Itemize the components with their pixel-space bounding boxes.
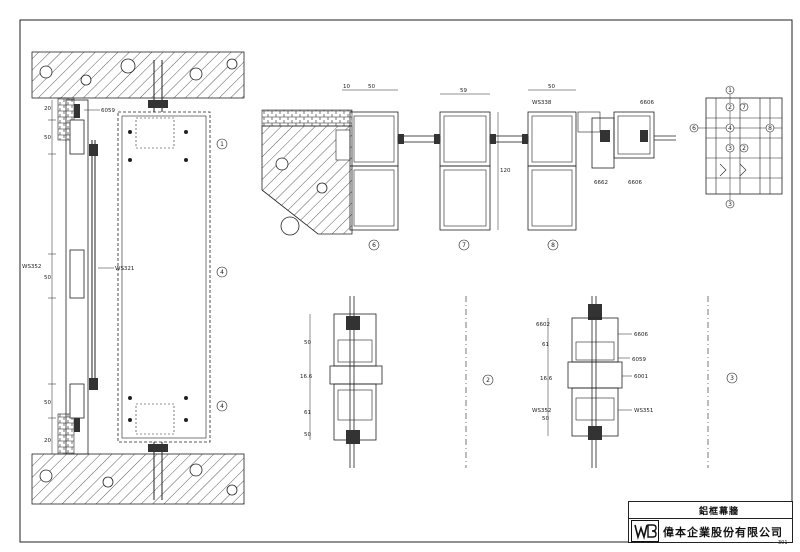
dim-50-sec3: 50 xyxy=(542,416,549,422)
label-6602-sec3: 6602 xyxy=(536,322,550,328)
key-callout-7: 7 xyxy=(742,104,746,111)
dim-16-6-sec2: 16.6 xyxy=(300,374,313,380)
vertical-section-detail-3: 61 16.6 50 6602 6606 6059 6001 WS352 WS3… xyxy=(532,296,653,468)
sheet-border xyxy=(19,19,793,543)
dim-50-mid: 50 xyxy=(44,275,51,281)
key-plan-grid: 1 2 7 6 4 8 3 2 3 xyxy=(689,85,783,209)
callout-8: 8 xyxy=(551,242,555,249)
vertical-section-detail-2: 50 16.6 61 50 xyxy=(300,296,383,468)
dim-50-sec2-bottom: 50 xyxy=(304,432,311,438)
callout-4-bottom: 4 xyxy=(220,403,224,410)
horizontal-sections-top: 10 50 59 50 120 WS338 6606 6662 6606 6 7… xyxy=(261,84,676,251)
dim-50-sec2-top: 50 xyxy=(304,340,311,346)
dim-120: 120 xyxy=(500,168,511,174)
dim-20-bottom: 20 xyxy=(44,438,51,444)
label-ws352-sec3: WS352 xyxy=(532,408,551,414)
label-ws351-sec3: WS351 xyxy=(634,408,653,414)
title-block: 鋁框幕牆 偉本企業股份有限公司 xyxy=(628,501,793,543)
key-callout-4: 4 xyxy=(728,125,732,132)
key-callout-1: 1 xyxy=(728,87,732,94)
label-6606-bottom: 6606 xyxy=(628,180,642,186)
key-callout-3b: 3 xyxy=(728,201,732,208)
label-6602-top: 6662 xyxy=(594,180,608,186)
dim-50-profile6: 50 xyxy=(368,84,375,90)
top-slab xyxy=(31,51,245,99)
vertical-section-left: 50 50 50 20 20 6059 WS352 WS321 1 4 4 xyxy=(22,51,245,505)
callout-4-mid: 4 xyxy=(220,269,224,276)
company-name: 偉本企業股份有限公司 xyxy=(663,526,783,539)
label-6001-sec3: 6001 xyxy=(634,374,648,380)
label-ws338: WS338 xyxy=(532,100,552,106)
dim-16-6-sec3: 16.6 xyxy=(540,376,553,382)
label-6606-sec3: 6606 xyxy=(634,332,648,338)
callout-2: 2 xyxy=(486,377,490,384)
key-callout-3: 3 xyxy=(728,145,732,152)
callout-7: 7 xyxy=(462,242,466,249)
company-logo-icon xyxy=(631,520,659,542)
dim-10: 10 xyxy=(343,84,350,90)
elevation-panel xyxy=(117,111,211,443)
label-ws321: WS321 xyxy=(115,266,134,272)
dim-59: 59 xyxy=(460,88,467,94)
callout-6: 6 xyxy=(372,242,376,249)
label-6606-top: 6606 xyxy=(640,100,654,106)
key-callout-6: 6 xyxy=(692,125,696,132)
title-block-header: 鋁框幕牆 xyxy=(629,502,792,519)
callout-1-left: 1 xyxy=(220,141,224,148)
dim-50-profile8: 50 xyxy=(548,84,555,90)
key-callout-2: 2 xyxy=(728,104,732,111)
dim-61-sec2: 61 xyxy=(304,410,311,416)
label-6059: 6059 xyxy=(101,108,115,114)
page-number: 301 xyxy=(778,540,788,546)
key-callout-2b: 2 xyxy=(742,145,746,152)
dim-50-bottom: 50 xyxy=(44,400,51,406)
drawing-title: 鋁框幕牆 xyxy=(699,507,740,517)
key-callout-8: 8 xyxy=(768,125,772,132)
label-6059-sec3: 6059 xyxy=(632,357,646,363)
dim-20-top: 20 xyxy=(44,106,51,112)
dim-50-top: 50 xyxy=(44,135,51,141)
callout-3: 3 xyxy=(730,375,734,382)
label-ws352: WS352 xyxy=(22,264,41,270)
mullion-line-2: 2 xyxy=(465,296,494,468)
mullion-line-3: 3 xyxy=(707,296,738,468)
bottom-slab xyxy=(31,453,245,505)
dim-61-sec3: 61 xyxy=(542,342,549,348)
